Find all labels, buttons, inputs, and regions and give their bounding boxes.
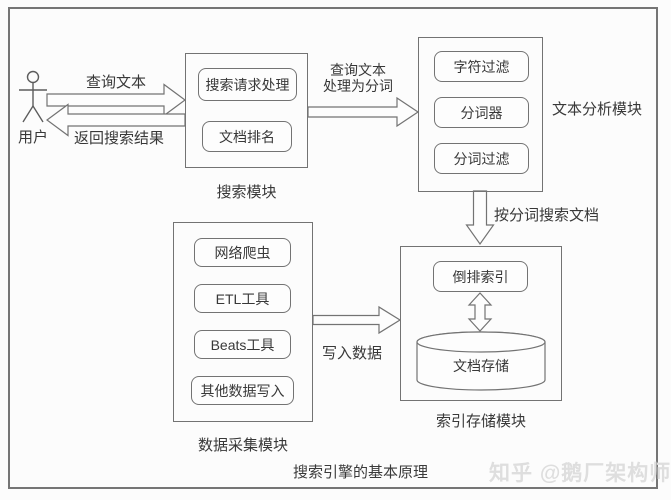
tokenize-label-line1: 查询文本 — [330, 62, 386, 78]
index-storage-module-box — [400, 246, 562, 401]
document-storage-label: 文档存储 — [453, 358, 509, 374]
data-collection-module-box — [173, 222, 313, 422]
text-analysis-module-label: 文本分析模块 — [552, 101, 643, 118]
return-results-label: 返回搜索结果 — [74, 130, 165, 147]
write-data-label: 写入数据 — [322, 345, 383, 362]
tokenizer-item: 分词器 — [434, 97, 529, 128]
watermark: 知乎 @鹅厂架构师 — [489, 462, 671, 485]
text-analysis-module-box — [418, 37, 543, 192]
beats-tools-item: Beats工具 — [194, 330, 291, 359]
index-storage-module-label: 索引存储模块 — [435, 413, 526, 430]
data-collection-module-label: 数据采集模块 — [197, 437, 288, 454]
token-filter-item: 分词过滤 — [434, 143, 529, 174]
char-filter-item: 字符过滤 — [434, 51, 529, 82]
search-module-box — [185, 53, 308, 168]
web-crawler-item: 网络爬虫 — [194, 238, 291, 267]
inverted-index-item: 倒排索引 — [433, 261, 528, 292]
other-data-write-item: 其他数据写入 — [191, 376, 294, 405]
diagram-border — [8, 7, 658, 489]
diagram-title: 搜索引擎的基本原理 — [293, 464, 429, 481]
search-module-label: 搜索模块 — [216, 184, 277, 201]
tokenize-label: 查询文本 处理为分词 — [318, 62, 398, 94]
query-text-label: 查询文本 — [86, 74, 147, 91]
document-ranking-item: 文档排名 — [202, 121, 292, 152]
user-label: 用户 — [17, 129, 48, 146]
search-by-tokens-label: 按分词搜索文档 — [494, 207, 600, 224]
tokenize-label-line2: 处理为分词 — [323, 78, 393, 94]
search-request-processing-item: 搜索请求处理 — [198, 68, 297, 101]
etl-tools-item: ETL工具 — [194, 284, 291, 313]
